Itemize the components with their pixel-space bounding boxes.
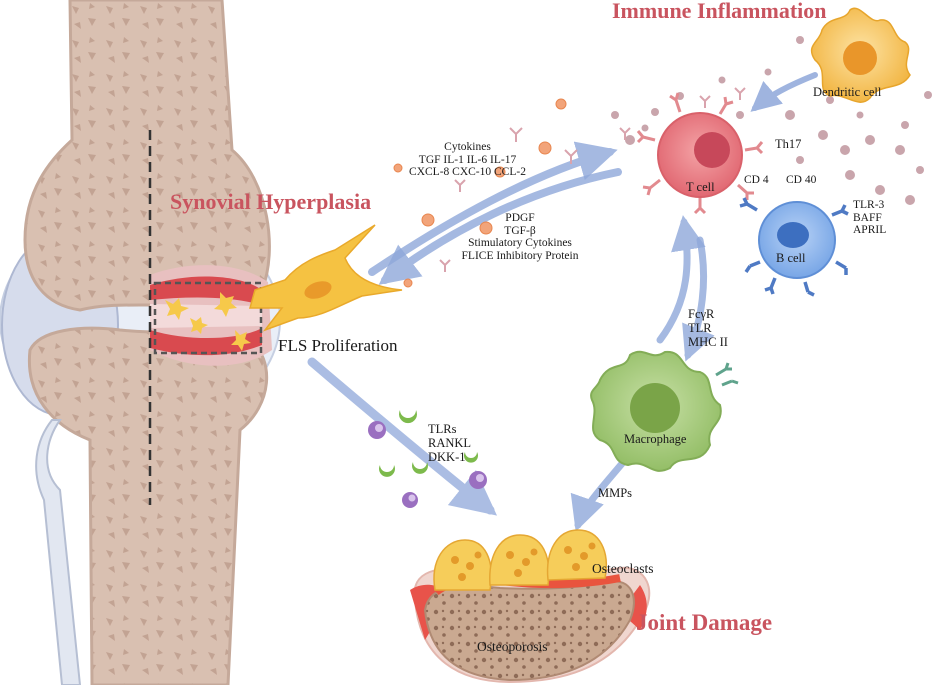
label-tlr3: TLR-3 [853, 199, 885, 211]
arrow-macrophage-to-tcell [656, 215, 706, 344]
arrow-dendritic-to-tcell [750, 72, 818, 112]
label-tgf-beta: TGF-β [504, 224, 536, 237]
label-osteoporosis: Osteoporosis [477, 639, 548, 654]
label-receptors-block: FcγR TLR MHC II [688, 307, 728, 349]
label-cytokines-block: Cytokines TGF IL-1 IL-6 IL-17 CXCL-8 CXC… [400, 141, 535, 179]
bone-with-osteoclasts [410, 529, 651, 684]
label-rankl: RANKL [428, 435, 472, 450]
label-cytokine-list-2: CXCL-8 CXC-10 CCL-2 [409, 166, 526, 179]
arrow-macrophage-to-bone [570, 456, 629, 532]
label-dendritic-cell: Dendritic cell [813, 85, 882, 99]
macrophage [590, 350, 739, 472]
cytokine-particles [393, 98, 567, 288]
label-fls-proliferation: FLS Proliferation [278, 336, 398, 355]
label-mhc-ii: MHC II [688, 334, 728, 349]
title-joint-damage: Joint Damage [636, 610, 773, 635]
label-flice: FLICE Inhibitory Protein [461, 249, 579, 262]
arrow-fls-to-bone [307, 357, 498, 516]
b-cell [739, 197, 849, 297]
background-particles [611, 36, 932, 205]
label-dkk1: DKK-1 [428, 449, 466, 464]
fls-cell [249, 224, 403, 332]
label-cytokines: Cytokines [444, 141, 491, 153]
label-bcell-factors: TLR-3 BAFF APRIL [853, 199, 886, 237]
label-fcgr: FcγR [688, 307, 715, 321]
label-growth-factors-block: PDGF TGF-β Stimulatory Cytokines FLICE I… [440, 212, 600, 263]
label-baff: BAFF [853, 211, 882, 224]
title-immune-inflammation: Immune Inflammation [612, 0, 827, 23]
label-osteoclasts: Osteoclasts [592, 561, 654, 576]
label-cd4: CD 4 [744, 174, 769, 186]
label-t-cell: T cell [686, 180, 715, 194]
arrow-tcell-to-fls [378, 168, 622, 285]
knee-joint [0, 0, 281, 685]
label-stimulatory-cytokines: Stimulatory Cytokines [468, 237, 572, 250]
factor-particles [368, 410, 487, 508]
antibodies [439, 87, 746, 272]
label-bone-factors-block: TLRs RANKL DKK-1 [428, 422, 472, 464]
label-april: APRIL [853, 224, 887, 237]
arrow-tcell-to-macrophage [682, 236, 715, 362]
t-cell [636, 92, 764, 215]
title-synovial-hyperplasia: Synovial Hyperplasia [170, 189, 372, 214]
label-th17: Th17 [775, 137, 802, 151]
label-mmps: MMPs [598, 486, 633, 500]
label-macrophage: Macrophage [624, 432, 687, 446]
label-tlr: TLR [688, 320, 712, 335]
label-pdgf: PDGF [505, 212, 535, 224]
label-cytokine-list-1: TGF IL-1 IL-6 IL-17 [418, 153, 517, 166]
label-tlrs: TLRs [428, 422, 457, 436]
dendritic-cell [810, 7, 911, 103]
label-b-cell: B cell [776, 251, 806, 265]
label-cd40: CD 40 [786, 174, 817, 186]
